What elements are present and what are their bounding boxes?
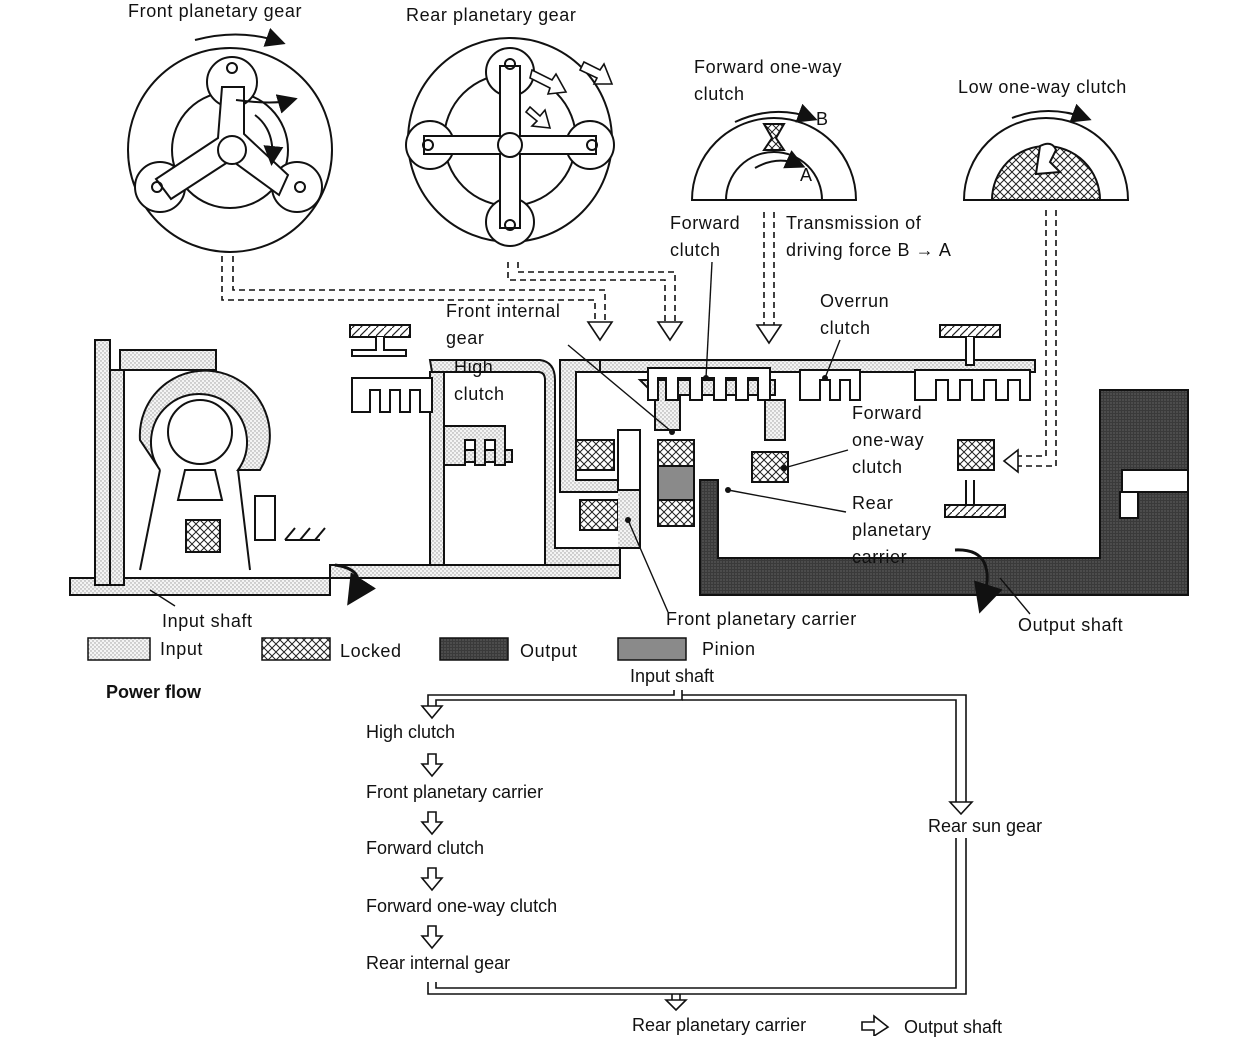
rotation-arrows — [334, 548, 1003, 614]
power-flow-final: Output shaft — [904, 1017, 1003, 1037]
forward-one-way-clutch-drawing — [690, 103, 858, 201]
legend-pinion-label: Pinion — [702, 639, 756, 659]
power-flow-rear-sun-gear: Rear sun gear — [928, 816, 1043, 836]
transmission-note: Transmission of driving force B → A — [786, 213, 952, 260]
point-b-label: B — [816, 109, 829, 129]
power-flow-bottom: Rear planetary carrier — [632, 1015, 807, 1035]
power-flow-step-high-clutch: High clutch — [366, 722, 456, 742]
overrun-clutch-label: Overrun clutch — [820, 291, 890, 338]
front-planetary-gear-drawing — [127, 27, 333, 253]
front-internal-gear-label: Front internal gear — [446, 301, 561, 348]
legend-locked-swatch — [261, 637, 331, 661]
torque-converter-drawing — [138, 369, 326, 571]
final-arrow — [861, 1014, 890, 1036]
forward-clutch-label: Forward clutch — [670, 213, 741, 260]
legend-swatches — [87, 637, 687, 661]
power-flow-title: Power flow — [106, 682, 202, 702]
power-flow-top: Input shaft — [630, 666, 715, 686]
rear-planetary-carrier-label: Rear planetary carrier — [852, 493, 932, 567]
legend-pinion-swatch — [617, 637, 687, 661]
callout-leaders — [149, 261, 1031, 615]
cross-section-output — [699, 389, 1189, 596]
power-flow-lines — [427, 690, 967, 1000]
legend-output-label: Output — [520, 641, 578, 661]
legend-input-swatch — [87, 637, 151, 661]
callout-dots — [625, 375, 828, 523]
front-planetary-gear-title: Front planetary gear — [128, 1, 303, 21]
legend-locked-label: Locked — [340, 641, 402, 661]
front-planetary-carrier-label: Front planetary carrier — [666, 609, 857, 629]
power-flow-step-forward-owc: Forward one-way clutch — [366, 896, 558, 916]
legend-output-swatch — [439, 637, 509, 661]
dashed-arrowheads — [586, 321, 1019, 474]
rear-planetary-gear-drawing — [405, 37, 615, 247]
dashed-leaders — [221, 210, 1057, 467]
point-a-label: A — [800, 165, 813, 185]
low-owc-title: Low one-way clutch — [958, 77, 1127, 97]
legend-input-label: Input — [160, 639, 204, 659]
power-flow-arrowheads — [420, 705, 974, 1036]
output-shaft-label: Output shaft — [1018, 615, 1124, 635]
high-clutch-label: High clutch — [454, 357, 505, 404]
power-flow-step-front-planetary-carrier: Front planetary carrier — [366, 782, 544, 802]
low-one-way-clutch-drawing — [962, 103, 1130, 201]
clutch-packs — [351, 367, 1031, 466]
power-flow-step-rear-internal-gear: Rear internal gear — [366, 953, 511, 973]
rear-planetary-gear-title: Rear planetary gear — [406, 5, 577, 25]
forward-owc-label: Forward one-way clutch — [852, 403, 925, 477]
input-shaft-label: Input shaft — [162, 611, 253, 631]
forward-owc-title: Forward one-way clutch — [694, 57, 843, 104]
power-flow-step-forward-clutch: Forward clutch — [366, 838, 485, 858]
